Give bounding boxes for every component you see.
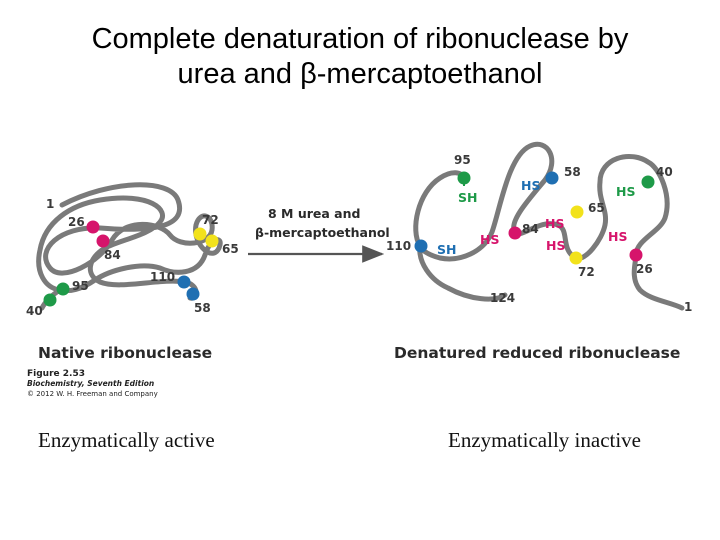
native-label-58: 58 (194, 301, 211, 315)
denatured-label-65: 65 (588, 201, 605, 215)
native-ribonuclease-label: Native ribonuclease (38, 344, 212, 362)
caption-active: Enzymatically active (38, 428, 215, 452)
native-dot-58 (186, 287, 200, 301)
native-label-1: 1 (46, 197, 54, 211)
native-label-110: 110 (150, 270, 175, 284)
denatured-dot-58 (545, 171, 559, 185)
thiol-label-65b: HS (546, 238, 565, 253)
denatured-label-72: 72 (578, 265, 595, 279)
thiol-label-26: HS (608, 229, 627, 244)
arrow-label-line-1: 8 M urea and (268, 206, 360, 221)
denatured-label-58: 58 (564, 165, 581, 179)
denatured-label-1: 1 (684, 300, 692, 314)
native-label-72: 72 (202, 213, 219, 227)
thiol-label-95: SH (458, 190, 477, 205)
denatured-dot-65 (570, 205, 584, 219)
native-label-84: 84 (104, 248, 121, 262)
title-line-2: urea and β-mercaptoethanol (177, 58, 543, 90)
native-dot-26 (86, 220, 100, 234)
title-line-1: Complete denaturation of ribonuclease by (91, 23, 629, 55)
native-label-65: 65 (222, 242, 239, 256)
thiol-label-65a: HS (545, 216, 564, 231)
native-dot-72 (193, 227, 207, 241)
denatured-dot-40 (641, 175, 655, 189)
native-chain (36, 182, 223, 301)
native-dot-95 (56, 282, 70, 296)
native-dot-65 (205, 234, 219, 248)
figure-credit: Figure 2.53 Biochemistry, Seventh Editio… (27, 369, 158, 399)
figure-number: Figure 2.53 (27, 369, 85, 379)
native-dot-40 (43, 293, 57, 307)
figure-copyright: © 2012 W. H. Freeman and Company (27, 390, 158, 398)
figure-book: Biochemistry, Seventh Edition (27, 379, 155, 388)
thiol-label-58: HS (521, 178, 540, 193)
thiol-label-84: HS (480, 232, 499, 247)
denatured-dot-84 (508, 226, 522, 240)
native-label-40: 40 (26, 304, 43, 318)
native-label-26: 26 (68, 215, 85, 229)
caption-inactive: Enzymatically inactive (448, 428, 641, 452)
denatured-label-26: 26 (636, 262, 653, 276)
denatured-label-84: 84 (522, 222, 539, 236)
denatured-label-110: 110 (386, 239, 411, 253)
arrow-label-line-2: β-mercaptoethanol (255, 225, 390, 240)
denatured-label-95: 95 (454, 153, 471, 167)
denatured-dot-72 (569, 251, 583, 265)
denatured-dot-110 (414, 239, 428, 253)
denatured-chain (417, 141, 685, 311)
thiol-label-110: SH (437, 242, 456, 257)
denatured-ribonuclease-label: Denatured reduced ribonuclease (394, 344, 680, 362)
denatured-label-124: 124 (490, 291, 515, 305)
native-label-95: 95 (72, 279, 89, 293)
slide-title: Complete denaturation of ribonuclease by… (0, 22, 720, 92)
denatured-chain-top (413, 170, 467, 249)
native-dot-84 (96, 234, 110, 248)
denatured-label-40: 40 (656, 165, 673, 179)
thiol-label-40: HS (616, 184, 635, 199)
native-dot-110 (177, 275, 191, 289)
denatured-dot-26 (629, 248, 643, 262)
